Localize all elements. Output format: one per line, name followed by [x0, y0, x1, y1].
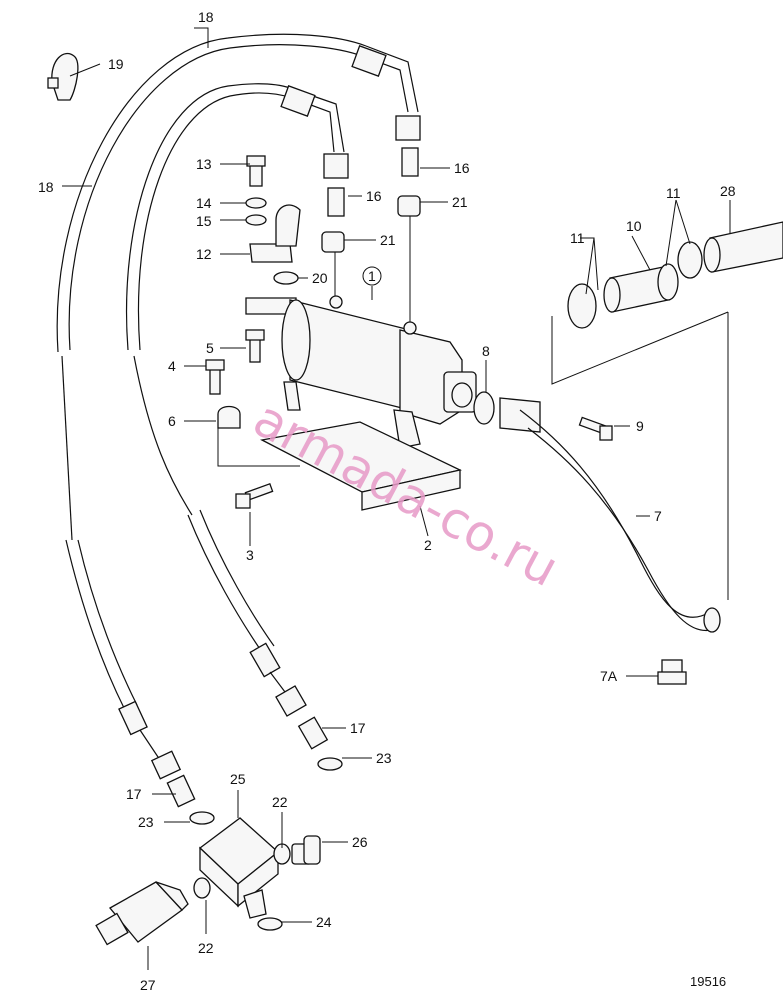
label-6: 6 [168, 413, 176, 429]
label-4: 4 [168, 358, 176, 374]
lower-fittings [166, 716, 343, 825]
label-13: 13 [196, 156, 212, 172]
label-23-left: 23 [138, 814, 154, 830]
pipe-7 [473, 312, 729, 685]
label-5: 5 [206, 340, 214, 356]
clamp-hose-assembly [551, 221, 783, 385]
label-24: 24 [316, 914, 332, 930]
label-2: 2 [424, 537, 432, 553]
label-7A: 7A [600, 668, 618, 684]
label-20: 20 [312, 270, 328, 286]
label-9: 9 [636, 418, 644, 434]
label-7: 7 [654, 508, 662, 524]
fittings [321, 147, 421, 330]
clip-19 [47, 52, 79, 101]
label-18-left: 18 [38, 179, 54, 195]
manifold-block-25 [95, 790, 321, 946]
diagram-code: 19516 [690, 974, 726, 989]
label-28: 28 [720, 183, 736, 199]
label-27: 27 [140, 977, 156, 993]
elbow-assembly [245, 155, 301, 315]
label-21-left: 21 [380, 232, 396, 248]
label-22-top: 22 [272, 794, 288, 810]
label-19: 19 [108, 56, 124, 72]
label-11-right: 11 [666, 185, 681, 201]
label-17-left: 17 [126, 786, 142, 802]
label-17-right: 17 [350, 720, 366, 736]
leader-lines [62, 27, 731, 970]
label-14: 14 [196, 195, 212, 211]
label-26: 26 [352, 834, 368, 850]
label-3: 3 [246, 547, 254, 563]
label-15: 15 [196, 213, 212, 229]
label-12: 12 [196, 246, 212, 262]
part-labels: 18 19 18 13 14 15 12 20 16 16 21 21 1 5 … [38, 9, 736, 993]
label-25: 25 [230, 771, 246, 787]
label-23-right: 23 [376, 750, 392, 766]
label-16-left: 16 [366, 188, 382, 204]
label-18-top: 18 [198, 9, 214, 25]
label-10: 10 [626, 218, 642, 234]
label-11-left: 11 [570, 230, 585, 246]
label-22-bottom: 22 [198, 940, 214, 956]
hose-18 [56, 33, 421, 780]
label-21-right: 21 [452, 194, 468, 210]
heat-exchanger-1 [281, 266, 477, 449]
label-16-right: 16 [454, 160, 470, 176]
label-1: 1 [368, 268, 376, 284]
label-8: 8 [482, 343, 490, 359]
bracket-2 [205, 329, 462, 511]
